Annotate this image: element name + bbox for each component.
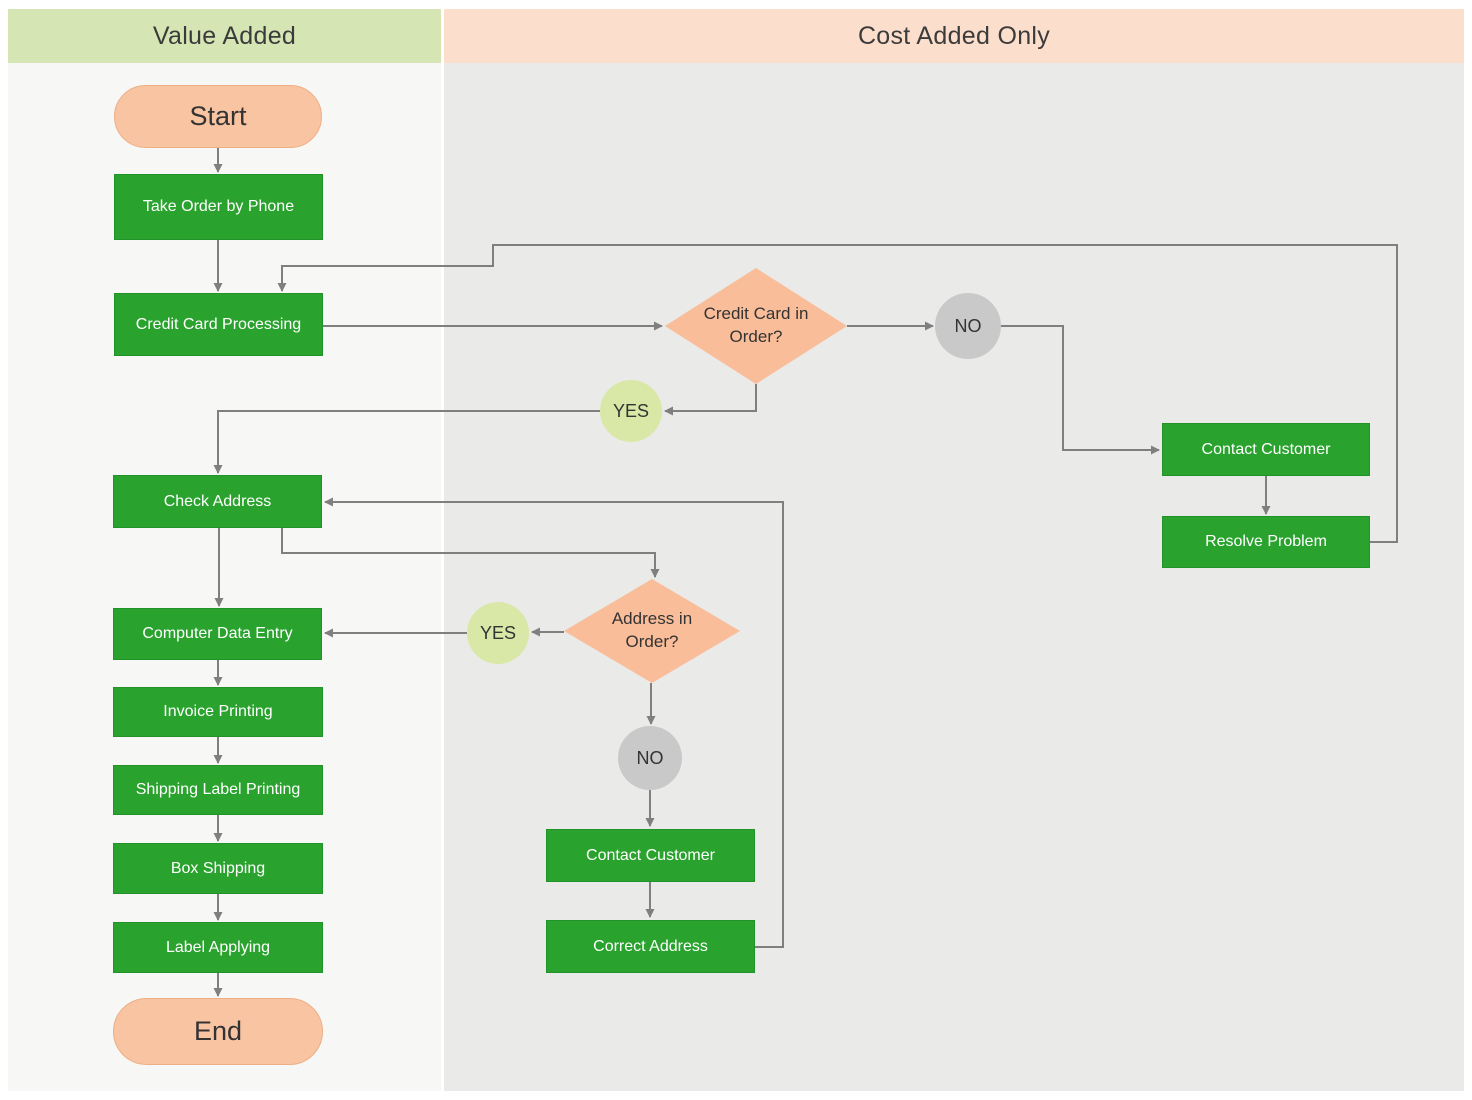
connector-resolve-problem-return-to-ccp bbox=[277, 244, 1398, 543]
node-start: Start bbox=[114, 85, 322, 148]
node-yes-credit-card: YES bbox=[600, 380, 662, 442]
lane-header-value-added: Value Added bbox=[8, 9, 441, 63]
lane-body-cost-added-only bbox=[444, 63, 1464, 1091]
node-contact-customer-address: Contact Customer bbox=[546, 829, 755, 882]
node-no-address: NO bbox=[618, 726, 682, 790]
node-box-shipping: Box Shipping bbox=[113, 843, 323, 894]
node-check-address: Check Address bbox=[113, 475, 322, 528]
decision-address-label: Address in Order? bbox=[611, 609, 693, 651]
lane-header-cost-added-only: Cost Added Only bbox=[444, 9, 1464, 63]
node-end: End bbox=[113, 998, 323, 1065]
node-invoice-printing: Invoice Printing bbox=[113, 687, 323, 737]
connector-cc-decision-to-yes bbox=[664, 384, 757, 416]
node-label-applying: Label Applying bbox=[113, 922, 323, 973]
node-shipping-label-printing: Shipping Label Printing bbox=[113, 765, 323, 815]
node-credit-card-processing: Credit Card Processing bbox=[114, 293, 323, 356]
connector-correct-address-return-to-check-address bbox=[324, 497, 784, 948]
connector-yes-to-check-address bbox=[213, 410, 600, 474]
connector-check-address-to-addr-decision bbox=[281, 528, 660, 578]
decision-credit-card-label: Credit Card in Order? bbox=[703, 304, 809, 346]
node-computer-data-entry: Computer Data Entry bbox=[113, 608, 322, 660]
node-take-order-by-phone: Take Order by Phone bbox=[114, 174, 323, 240]
node-contact-customer-credit: Contact Customer bbox=[1162, 423, 1370, 476]
node-resolve-problem: Resolve Problem bbox=[1162, 516, 1370, 568]
node-no-credit-card: NO bbox=[935, 293, 1001, 359]
connector-no-to-contact-customer bbox=[1001, 325, 1160, 455]
node-correct-address: Correct Address bbox=[546, 920, 755, 973]
node-yes-address: YES bbox=[467, 602, 529, 664]
